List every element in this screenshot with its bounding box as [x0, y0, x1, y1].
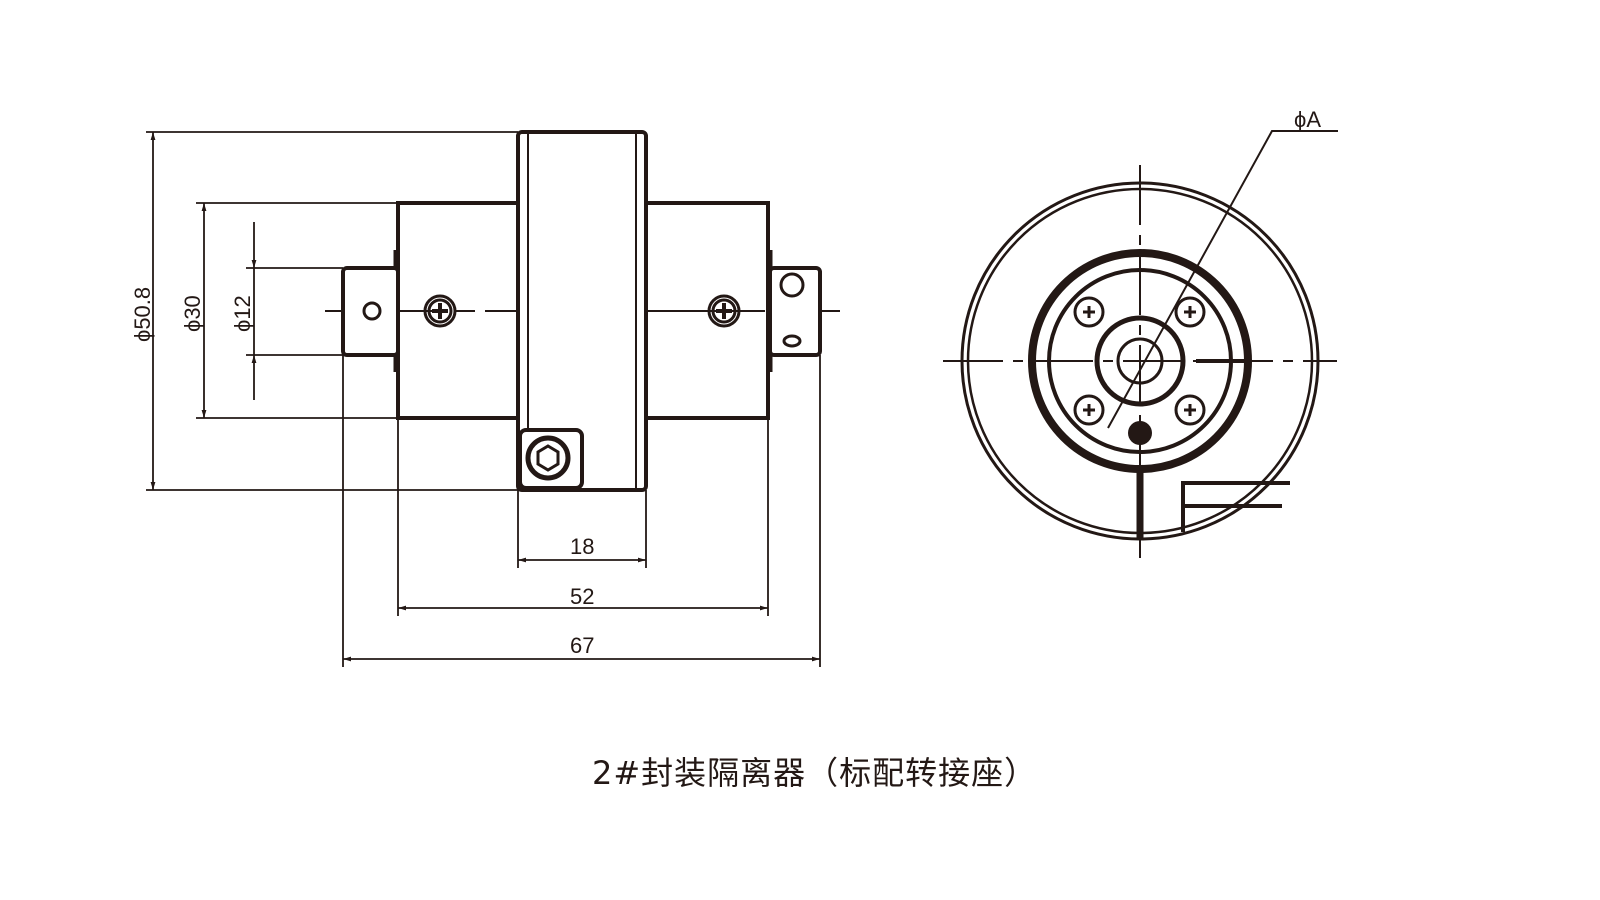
dim-bore-diameter: ϕA — [1294, 107, 1321, 132]
side-view — [146, 130, 840, 667]
dim-total-length: 67 — [570, 633, 594, 658]
dim-shaft-diameter: ϕ12 — [230, 295, 255, 332]
drawing-caption: 2#封装隔离器（标配转接座） — [592, 754, 1038, 792]
screw-icon — [423, 294, 457, 328]
leader-line — [1107, 130, 1338, 429]
shaft-hole — [362, 301, 382, 321]
screw-icon — [707, 294, 741, 328]
screw-icon — [1073, 394, 1105, 426]
screw-icon — [1174, 296, 1206, 328]
dim-body-length: 52 — [570, 584, 594, 609]
dimension-lines — [150, 132, 820, 662]
dim-flange-diameter: ϕ50.8 — [130, 287, 155, 342]
end-view — [943, 130, 1338, 558]
screw-icon — [1174, 394, 1206, 426]
dim-flange-width: 18 — [570, 534, 594, 559]
screw-icon — [1073, 296, 1105, 328]
left-shaft — [341, 266, 400, 357]
dim-body-diameter: ϕ30 — [180, 295, 205, 332]
right-adapter — [768, 266, 822, 357]
flange — [516, 130, 648, 492]
locating-pin — [1128, 421, 1152, 445]
extension-lines — [146, 131, 821, 667]
hex-socket-screw-icon — [518, 428, 584, 490]
